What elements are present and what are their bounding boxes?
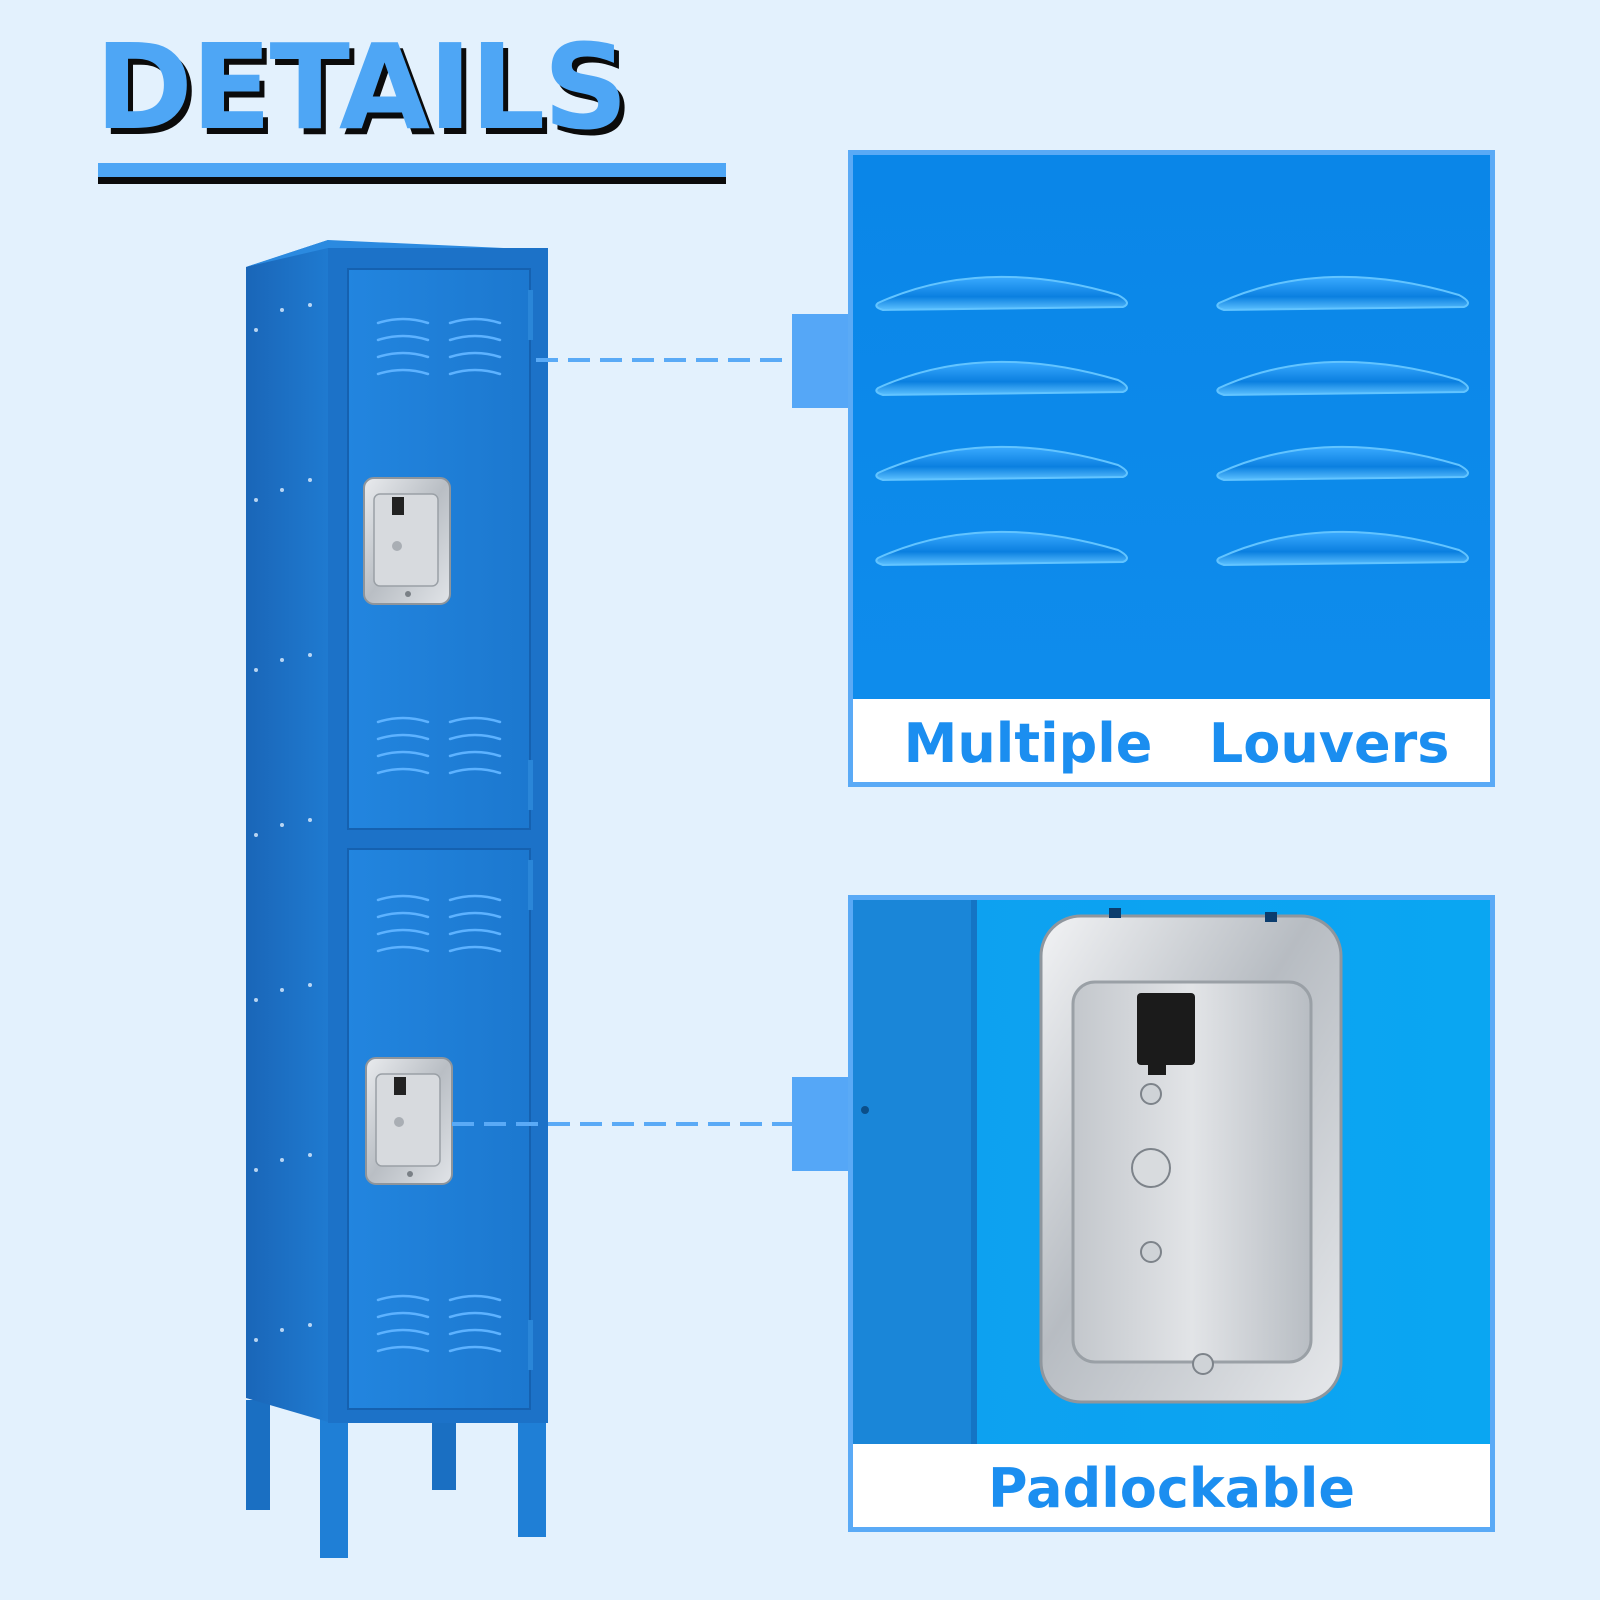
lower-latch-handle <box>365 1057 453 1185</box>
connector-tab-louvers <box>792 314 850 408</box>
connector-tab-padlock <box>792 1077 850 1171</box>
door-louvers <box>376 317 502 1353</box>
padlock-detail-panel: Padlockable <box>848 895 1495 1532</box>
upper-latch-handle <box>363 477 451 605</box>
padlock-hasp <box>1039 908 1343 1404</box>
louvers-caption: Multiple Louvers <box>903 711 1450 775</box>
louver-slots <box>875 275 1469 567</box>
locker-side <box>246 240 328 1422</box>
louvers-closeup-photo <box>853 155 1490 699</box>
locker-top <box>246 240 548 267</box>
title-underline <box>98 163 726 185</box>
page-title: DETAILS <box>95 18 628 156</box>
louvers-detail-panel: Multiple Louvers <box>848 150 1495 787</box>
padlock-closeup-photo <box>853 900 1490 1444</box>
locker-legs <box>246 1400 546 1558</box>
padlockable-caption: Padlockable <box>988 1456 1355 1520</box>
